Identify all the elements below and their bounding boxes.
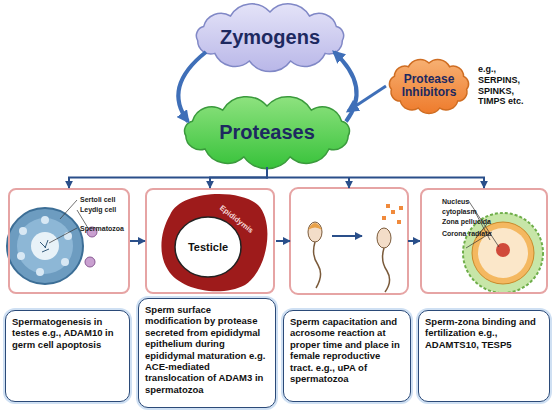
sperm-tails	[40, 240, 49, 252]
step-arrow	[276, 240, 290, 242]
step-arrow	[408, 240, 420, 242]
enzyme-dot	[386, 204, 390, 208]
flow-arrow	[210, 167, 267, 188]
enzyme-dot	[399, 206, 403, 210]
tubule-layer	[17, 218, 73, 274]
zymogen-cloud-shape	[196, 4, 343, 72]
capacitation-panel	[290, 188, 408, 294]
protease-cloud: Proteases	[176, 97, 358, 167]
part-label: Zona pellucida	[442, 218, 491, 225]
tubule	[7, 208, 83, 284]
node-label: Zymogens	[220, 26, 320, 48]
corona-radiata	[463, 213, 543, 293]
epididymis-shape	[161, 194, 267, 291]
stage-text: Sperm surface modification by protease s…	[145, 304, 269, 395]
testicle-circle: Testicle	[174, 216, 242, 278]
testis-panel: Sertoli cellLeydig cellSpermatozoa	[8, 188, 130, 294]
part-label: Leydig cell	[80, 206, 116, 213]
sperm-head	[377, 228, 391, 248]
part-label: cytoplasm	[442, 208, 477, 215]
stage-box: Sperm-zona binding and fertilization e.g…	[418, 310, 550, 402]
stage-box: Sperm surface modification by protease s…	[138, 298, 276, 408]
node-label: Proteases	[219, 121, 315, 143]
part-label: Nucleus	[442, 198, 469, 205]
epididymis-panel: EpididymisTesticle	[145, 188, 275, 294]
stage-box: Spermatogenesis in testes e.g., ADAM10 i…	[5, 310, 130, 402]
node-label: Protease Inhibitors	[388, 73, 470, 99]
part-label: Corona radiata	[442, 230, 491, 237]
flow-arrow	[267, 167, 484, 188]
protease-cloud-shape	[185, 97, 350, 169]
sperm-tail	[314, 242, 321, 288]
zymogen-cloud: Zymogens	[188, 3, 352, 71]
enzyme-dot	[397, 220, 401, 224]
germ-cell	[41, 216, 49, 224]
flow-arrow	[348, 86, 386, 111]
example-note: e.g., SERPINS, SPINKS, TIMPS etc.	[478, 64, 534, 107]
flow-arrow	[69, 167, 267, 188]
bus-arrow	[348, 177, 350, 188]
part-label: Spermatozoa	[80, 225, 124, 232]
flow-arrow	[334, 52, 357, 122]
sperm-head	[308, 222, 322, 242]
inhibitor-cloud: Protease Inhibitors	[382, 54, 476, 118]
enzyme-dot	[391, 210, 395, 214]
stage-text: Sperm capacitation and acrosome reaction…	[290, 316, 404, 384]
flow-arrow	[130, 240, 145, 242]
process-arrow	[332, 235, 362, 237]
leydig-cell	[85, 257, 95, 267]
germ-cell	[17, 252, 25, 260]
oocyte-panel: Nucleus cytoplasmZona pellucidaCorona rad…	[420, 188, 548, 294]
part-label: Sertoli cell	[80, 196, 115, 203]
germ-cell	[36, 268, 44, 276]
stage-text: Spermatogenesis in testes e.g., ADAM10 i…	[12, 316, 123, 350]
testicle-circle-shape	[175, 217, 241, 277]
acrosome	[308, 223, 322, 230]
stage-text: Sperm-zona binding and fertilization e.g…	[425, 316, 543, 350]
tubule-lumen	[31, 232, 59, 260]
germ-cell	[61, 258, 69, 266]
sperm-tail	[383, 248, 390, 292]
node-label: Testicle	[188, 241, 228, 253]
germ-cell	[19, 227, 27, 235]
stage-box: Sperm capacitation and acrosome reaction…	[283, 310, 411, 402]
enzyme-dot	[382, 216, 386, 220]
